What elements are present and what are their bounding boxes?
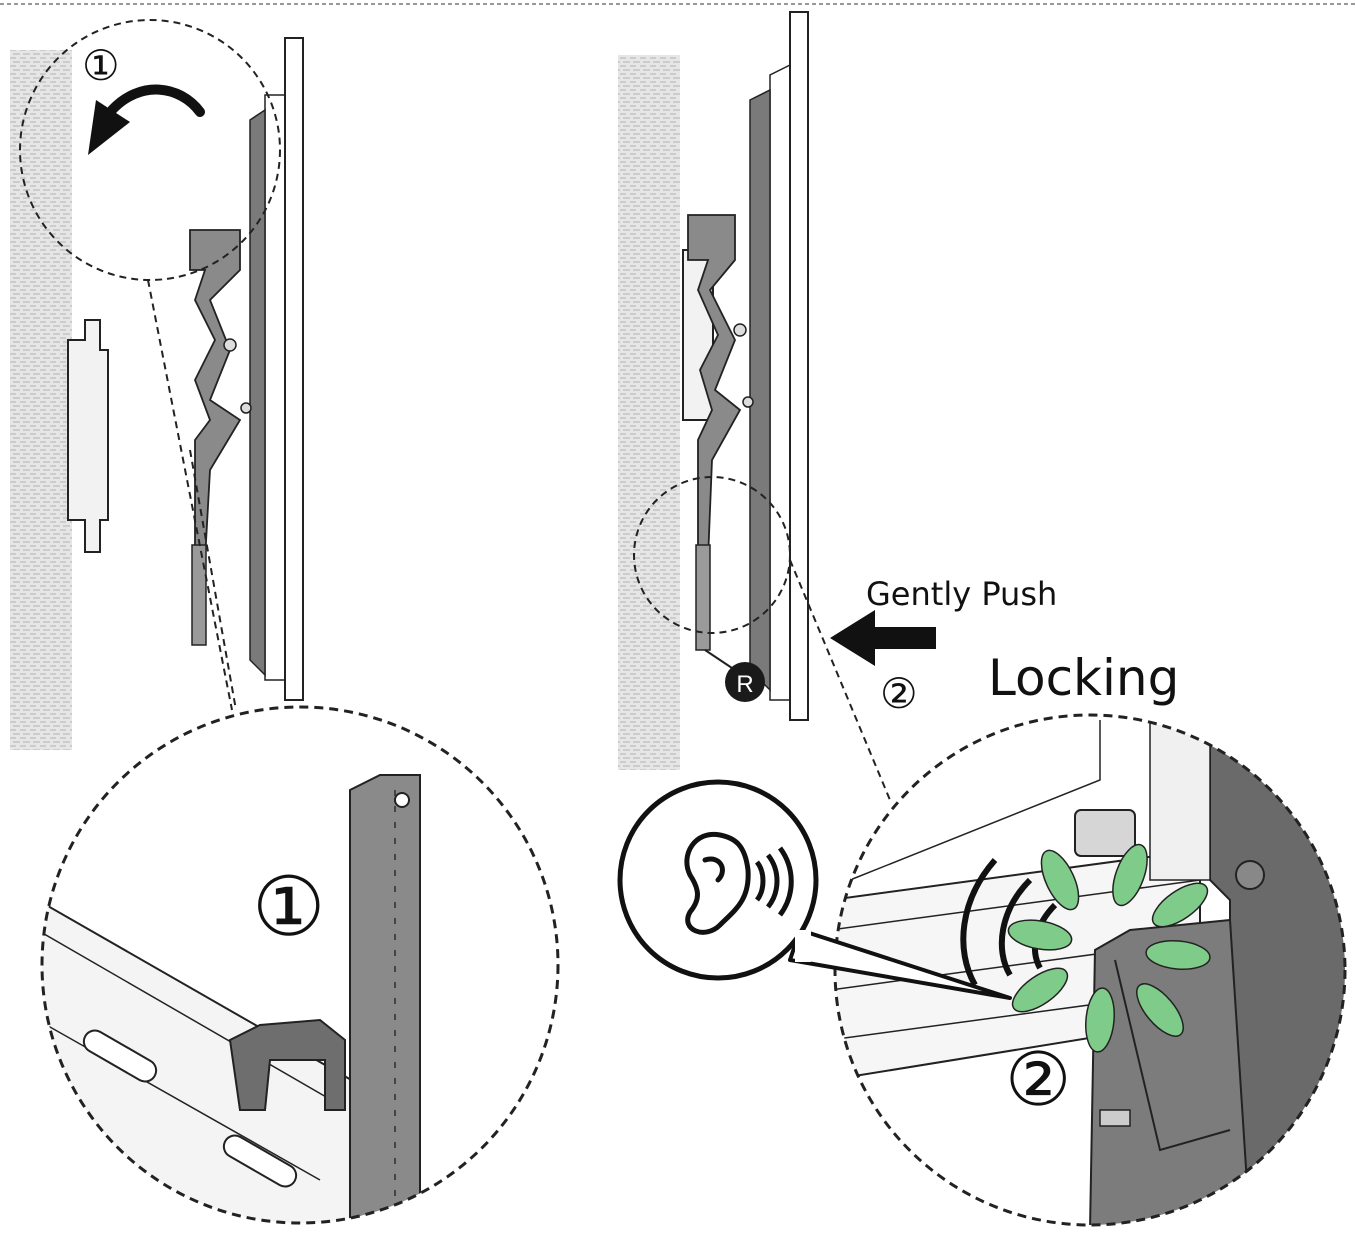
step2-marker-small: ②	[880, 669, 918, 718]
right-wall	[618, 55, 680, 770]
right-tv-backplate	[749, 88, 771, 692]
step1-marker-large: ①	[252, 860, 326, 955]
ear-icon	[684, 831, 751, 935]
left-wall	[10, 50, 72, 750]
left-top-zoom-circle	[19, 19, 281, 281]
step1-marker-small: ①	[82, 41, 120, 90]
left-zoom-detail: ①	[40, 705, 560, 1225]
left-mount-arm	[189, 229, 242, 561]
right-small-zoom-circle	[633, 476, 791, 634]
right-zoom-circle	[833, 713, 1347, 1227]
step2-marker-large: ②	[1005, 1037, 1071, 1123]
left-tv-panel	[284, 37, 304, 701]
locking-label: Locking	[988, 649, 1179, 707]
right-zoom-detail: ②	[833, 713, 1347, 1227]
left-scene: ①	[10, 19, 304, 750]
callout-r-letter: R	[736, 671, 753, 698]
push-label: Gently Push	[866, 575, 1057, 613]
ear-callout	[617, 779, 1012, 1000]
right-scene: R Gently Push ② Locking	[618, 11, 1179, 801]
sound-waves-icon	[754, 846, 794, 917]
left-tv-backplate	[249, 108, 266, 677]
left-wall-plate	[67, 319, 109, 553]
callout-r-badge	[725, 662, 765, 702]
arrow-left-icon	[830, 610, 936, 666]
click-burst-icon	[1007, 843, 1211, 1053]
right-tv-panel	[789, 11, 809, 721]
curved-arrow-icon	[88, 84, 205, 155]
left-zoom-circle	[40, 705, 560, 1225]
